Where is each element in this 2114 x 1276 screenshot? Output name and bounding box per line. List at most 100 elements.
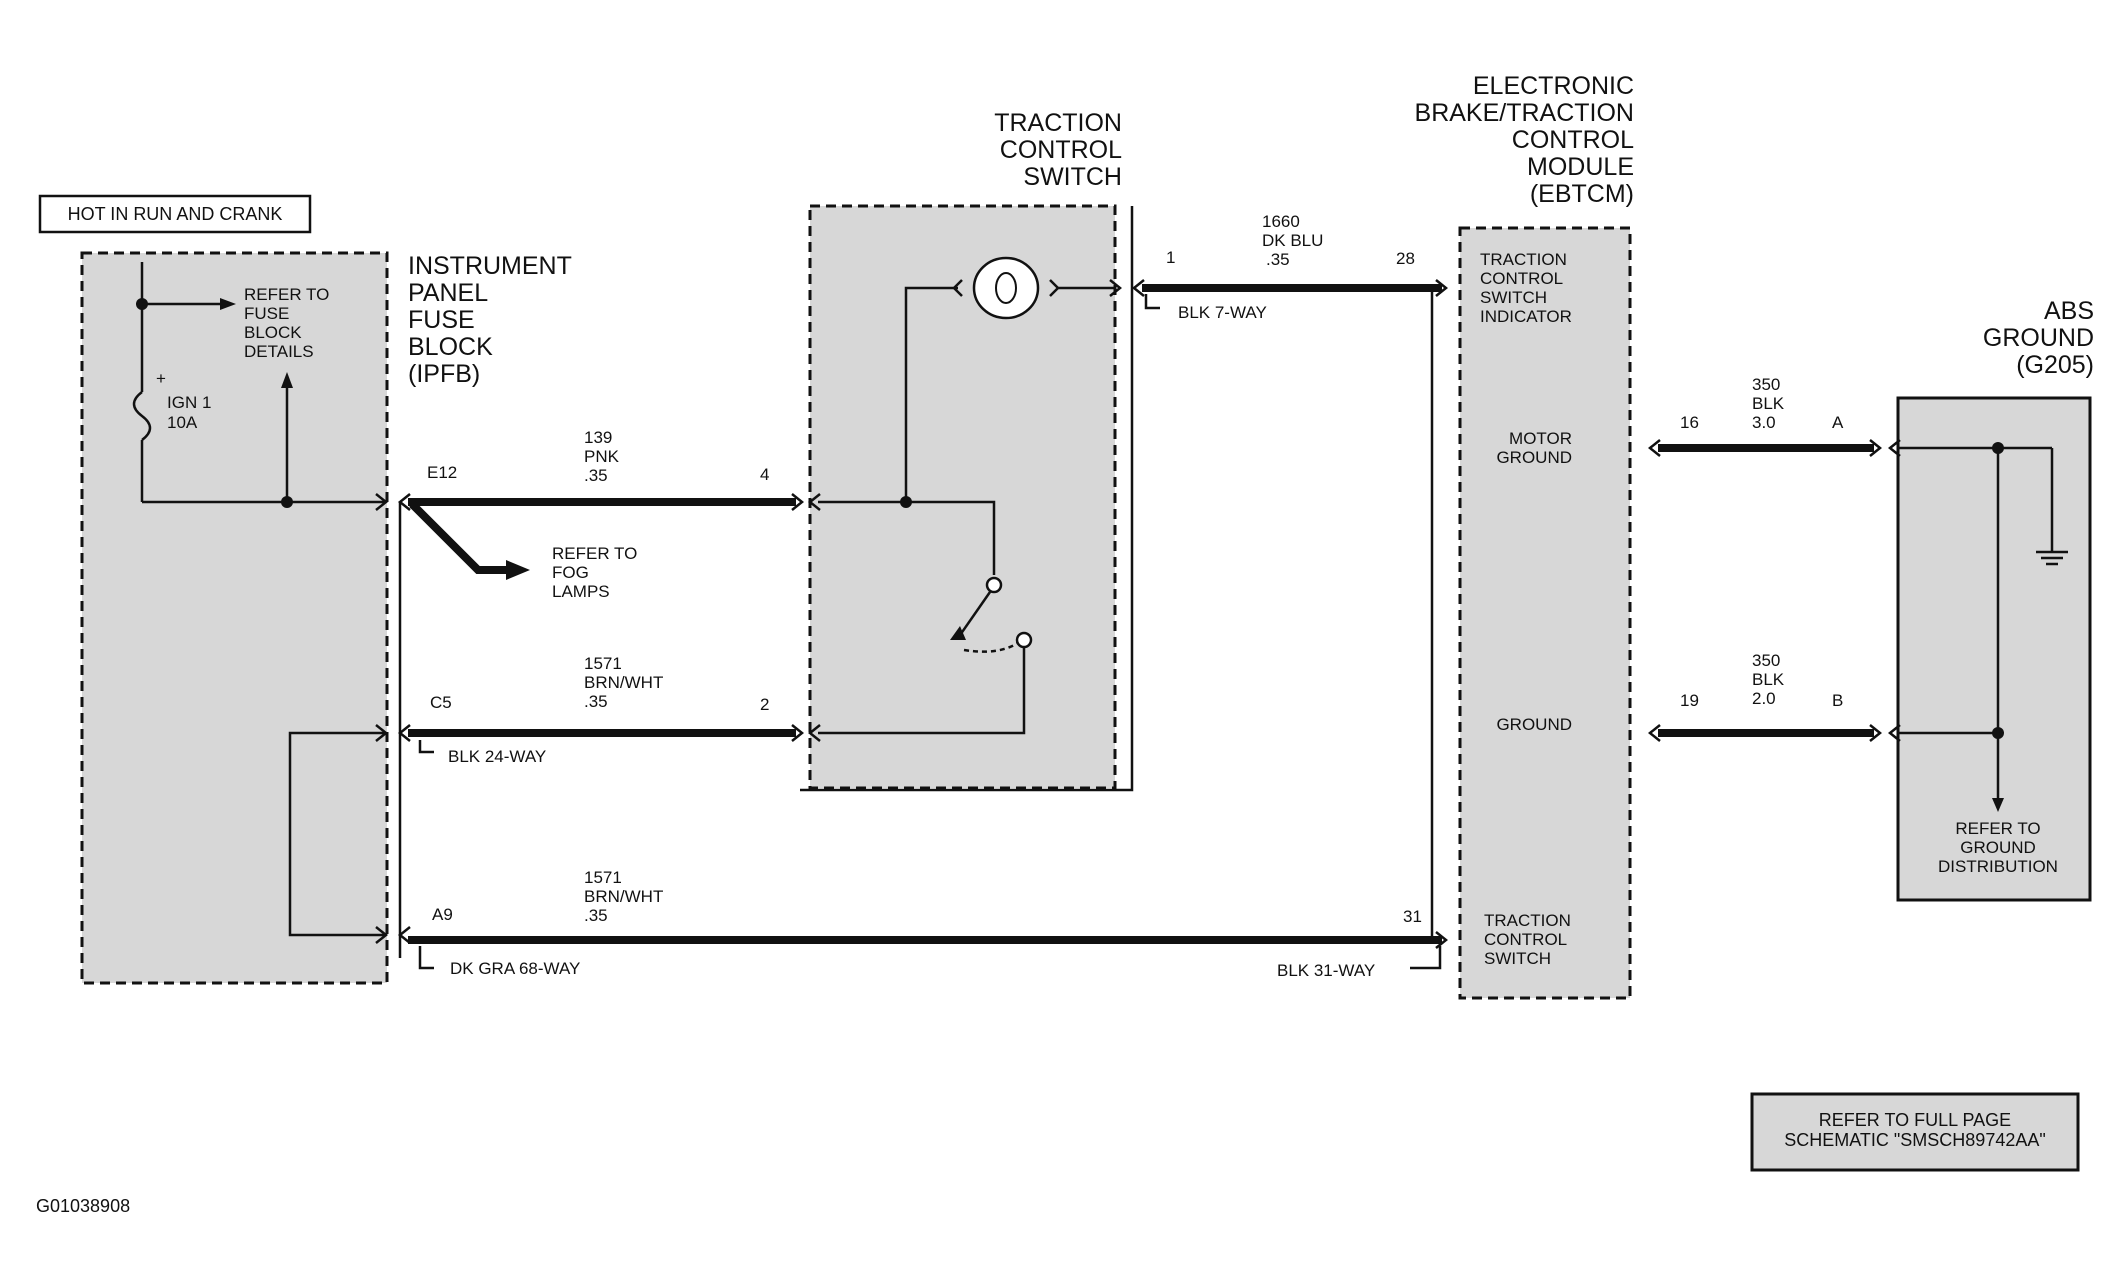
- pin-4: 4: [760, 465, 769, 484]
- svg-text:MOTOR: MOTOR: [1509, 429, 1572, 448]
- svg-text:IGN 1: IGN 1: [167, 393, 211, 412]
- svg-text:.35: .35: [584, 692, 608, 711]
- pin-2: 2: [760, 695, 769, 714]
- fuse-plus: +: [156, 369, 166, 388]
- ipfb-box: [80, 251, 389, 985]
- pin-19: 19: [1680, 691, 1699, 710]
- ground-symbol-icon: [2036, 550, 2068, 566]
- svg-text:350: 350: [1752, 651, 1780, 670]
- switch-connector-outline: [800, 206, 1134, 792]
- svg-text:(G205): (G205): [2016, 351, 2094, 379]
- abs-title: ABS GROUND (G205): [1983, 297, 2094, 379]
- abs-ground-box: [1896, 396, 2092, 902]
- wire-350-b: 19 350 BLK 2.0 B: [1647, 651, 1883, 742]
- ebtcm-title: ELECTRONIC BRAKE/TRACTION CONTROL MODULE…: [1415, 72, 1635, 208]
- svg-text:SWITCH: SWITCH: [1484, 949, 1551, 968]
- ipfb-connector: [375, 493, 402, 958]
- ebtcm-indicator-label: TRACTION CONTROL SWITCH INDICATOR: [1480, 250, 1572, 326]
- svg-text:GROUND: GROUND: [1496, 448, 1572, 467]
- ipfb-title: INSTRUMENT PANEL FUSE BLOCK (IPFB): [408, 252, 572, 388]
- svg-text:GROUND: GROUND: [1983, 324, 2094, 352]
- wire-1571-c5: C5 1571 BRN/WHT .35 2 BLK 24-WAY: [397, 654, 805, 766]
- pin-16: 16: [1680, 413, 1699, 432]
- svg-text:1571: 1571: [584, 654, 622, 673]
- wire-350-a: 16 350 BLK 3.0 A: [1647, 375, 1883, 457]
- svg-text:DETAILS: DETAILS: [244, 342, 314, 361]
- svg-text:1660: 1660: [1262, 212, 1300, 231]
- wire-1660: 1 1660 DK BLU .35 28 BLK 7-WAY: [1131, 212, 1449, 940]
- connector-blk-7way: BLK 7-WAY: [1178, 303, 1267, 322]
- switch-box: [808, 204, 1117, 790]
- svg-text:CONTROL: CONTROL: [1000, 136, 1122, 164]
- svg-text:BLOCK: BLOCK: [408, 333, 493, 361]
- svg-text:LAMPS: LAMPS: [552, 582, 610, 601]
- svg-text:BLK: BLK: [1752, 394, 1785, 413]
- svg-text:REFER TO: REFER TO: [552, 544, 637, 563]
- pin-31: 31: [1403, 907, 1422, 926]
- svg-text:.35: .35: [1266, 250, 1290, 269]
- svg-text:2.0: 2.0: [1752, 689, 1776, 708]
- connector-blk-31way: BLK 31-WAY: [1277, 961, 1375, 980]
- svg-text:PNK: PNK: [584, 447, 620, 466]
- svg-text:SWITCH: SWITCH: [1480, 288, 1547, 307]
- full-page-refer-line1: REFER TO FULL PAGE: [1819, 1110, 2011, 1130]
- svg-text:INSTRUMENT: INSTRUMENT: [408, 252, 572, 280]
- svg-text:CONTROL: CONTROL: [1480, 269, 1563, 288]
- svg-text:(EBTCM): (EBTCM): [1530, 180, 1634, 208]
- svg-text:MODULE: MODULE: [1527, 153, 1634, 181]
- svg-text:REFER TO: REFER TO: [1955, 819, 2040, 838]
- svg-text:TRACTION: TRACTION: [1480, 250, 1567, 269]
- svg-text:SWITCH: SWITCH: [1023, 163, 1122, 191]
- fuse-label: IGN 1 10A: [167, 393, 211, 432]
- svg-text:BRN/WHT: BRN/WHT: [584, 673, 663, 692]
- ebtcm-ground-label: GROUND: [1496, 715, 1572, 734]
- diagram-id: G01038908: [36, 1196, 130, 1216]
- pin-b: B: [1832, 691, 1843, 710]
- svg-text:TRACTION: TRACTION: [1484, 911, 1571, 930]
- full-page-refer-line2: SCHEMATIC "SMSCH89742AA": [1784, 1130, 2046, 1150]
- svg-text:BLOCK: BLOCK: [244, 323, 302, 342]
- svg-text:ELECTRONIC: ELECTRONIC: [1473, 72, 1634, 100]
- ipfb-internal-bus: [288, 731, 384, 937]
- abs-refer-label: REFER TO GROUND DISTRIBUTION: [1938, 819, 2058, 876]
- svg-text:TRACTION: TRACTION: [994, 109, 1122, 137]
- wire-139: E12 139 PNK .35 4: [397, 428, 805, 511]
- ipfb-refer-label: REFER TO FUSE BLOCK DETAILS: [244, 285, 329, 361]
- svg-text:3.0: 3.0: [1752, 413, 1776, 432]
- svg-text:FUSE: FUSE: [408, 306, 475, 334]
- ebtcm-motor-ground-label: MOTOR GROUND: [1496, 429, 1572, 467]
- pin-c5: C5: [430, 693, 452, 712]
- abs-ground-internal: [1887, 439, 2068, 812]
- full-page-refer-box: [1750, 1092, 2080, 1172]
- svg-text:350: 350: [1752, 375, 1780, 394]
- svg-text:1571: 1571: [584, 868, 622, 887]
- svg-text:CONTROL: CONTROL: [1484, 930, 1567, 949]
- pin-a: A: [1832, 413, 1844, 432]
- svg-text:ABS: ABS: [2044, 297, 2094, 325]
- pin-1: 1: [1166, 248, 1175, 267]
- svg-text:.35: .35: [584, 906, 608, 925]
- pin-a9: A9: [432, 905, 453, 924]
- svg-text:BRAKE/TRACTION: BRAKE/TRACTION: [1415, 99, 1634, 127]
- pin-28: 28: [1396, 249, 1415, 268]
- connector-dk-gra-68way: DK GRA 68-WAY: [450, 959, 580, 978]
- svg-text:REFER TO: REFER TO: [244, 285, 329, 304]
- pin-e12: E12: [427, 463, 457, 482]
- wire-1571-a9: A9 1571 BRN/WHT .35 31 DK GRA 68-WAY BLK…: [397, 868, 1449, 980]
- svg-text:DISTRIBUTION: DISTRIBUTION: [1938, 857, 2058, 876]
- ipfb-fuse-circuit: +: [132, 262, 384, 508]
- svg-text:FUSE: FUSE: [244, 304, 289, 323]
- svg-text:BLK: BLK: [1752, 670, 1785, 689]
- svg-text:PANEL: PANEL: [408, 279, 488, 307]
- svg-text:CONTROL: CONTROL: [1512, 126, 1634, 154]
- ebtcm-box: [1458, 226, 1632, 1000]
- svg-text:10A: 10A: [167, 413, 198, 432]
- switch-internal: [807, 256, 1123, 742]
- hot-in-run-box: [38, 194, 312, 234]
- svg-text:FOG: FOG: [552, 563, 589, 582]
- svg-text:.35: .35: [584, 466, 608, 485]
- svg-text:139: 139: [584, 428, 612, 447]
- svg-text:(IPFB): (IPFB): [408, 360, 480, 388]
- connector-blk-24way: BLK 24-WAY: [448, 747, 546, 766]
